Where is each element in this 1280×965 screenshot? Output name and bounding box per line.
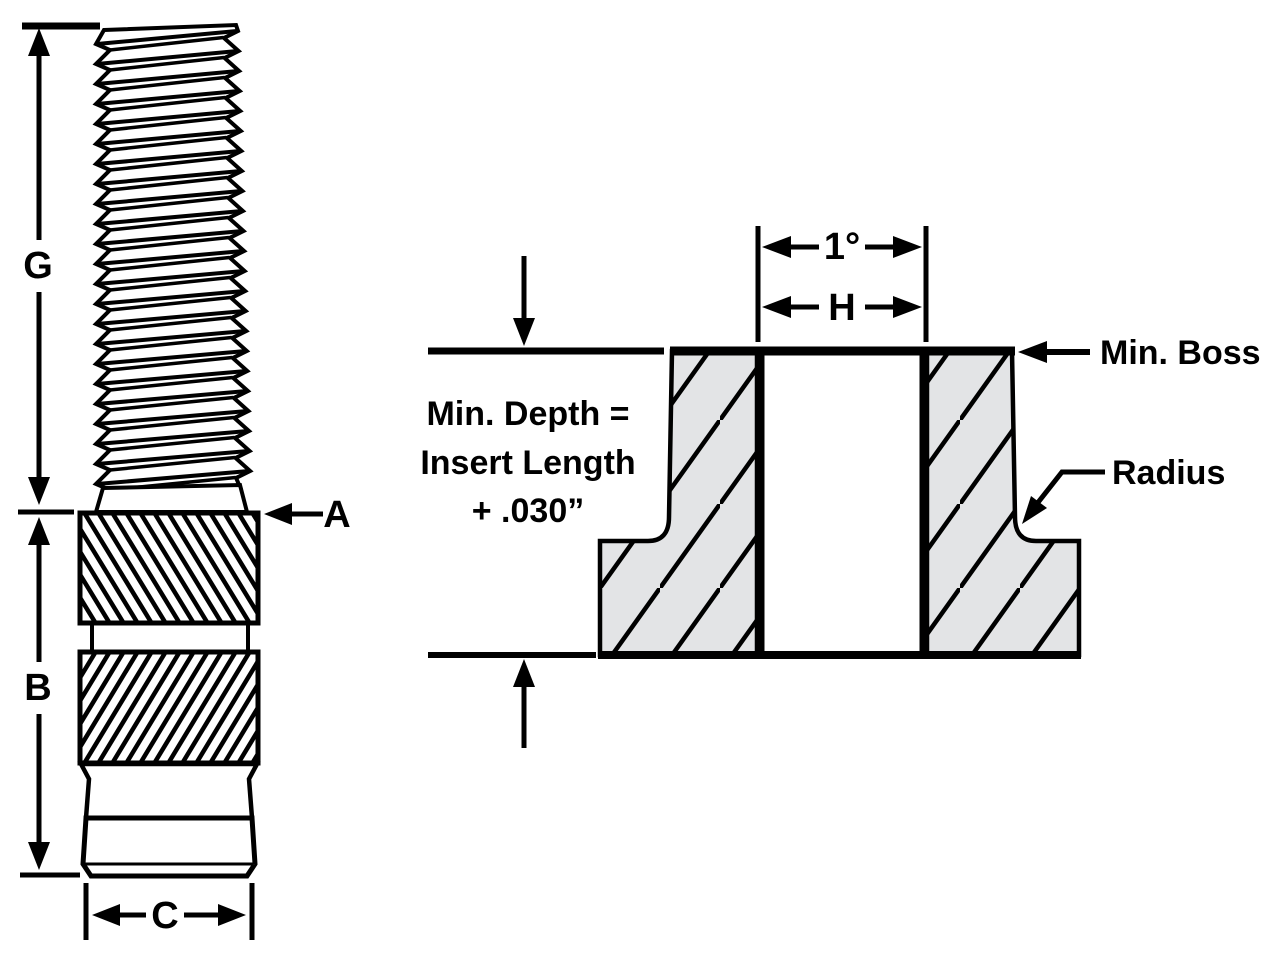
arrowhead-up-icon: [513, 659, 535, 687]
callout-a: A: [264, 494, 351, 536]
boss-section-right: [924, 348, 1082, 658]
arrowhead-right-icon: [893, 296, 922, 318]
thread-shank: [92, 22, 254, 493]
knurl-band-upper: [77, 510, 261, 626]
arrowhead-right-icon: [218, 904, 246, 926]
knurl-hatch-upper: [82, 515, 256, 621]
callout-min-boss: Min. Boss: [1018, 334, 1261, 372]
arrowhead-up-icon: [28, 517, 50, 545]
min-depth-note-line1: Min. Depth =: [426, 395, 629, 433]
callout-label-radius: Radius: [1112, 454, 1225, 492]
arrowhead-left-icon: [762, 296, 791, 318]
insert-pilot: [80, 815, 258, 879]
arrowhead-down-icon: [513, 318, 535, 346]
dimension-min-depth: Min. Depth = Insert Length + .030”: [420, 256, 664, 748]
arrowhead-down-icon: [28, 477, 50, 505]
arrowhead-left-icon: [264, 503, 292, 525]
knurl-band-lower: [77, 649, 261, 766]
min-depth-note-line3: + .030”: [472, 492, 584, 530]
arrowhead-right-icon: [893, 236, 922, 258]
callout-label-min-boss: Min. Boss: [1100, 334, 1261, 372]
dim-label-g: G: [23, 245, 53, 287]
callout-radius: Radius: [1022, 454, 1225, 524]
dim-label-c: C: [151, 895, 178, 937]
dimension-c: C: [83, 883, 255, 940]
arrowhead-left-icon: [1018, 341, 1047, 363]
arrowhead-diagonal-icon: [1022, 496, 1047, 524]
dimension-h: H: [762, 287, 922, 329]
callout-label-a: A: [323, 494, 350, 536]
insert-collar: [93, 482, 250, 514]
dimension-g: G: [22, 22, 100, 505]
insert-view: G B A C: [18, 22, 351, 940]
boss-view: Min. Depth = Insert Length + .030” 1° H: [420, 226, 1261, 748]
dim-label-draft-angle: 1°: [824, 226, 860, 268]
dimension-b: B: [24, 517, 52, 870]
dimension-draft-angle: 1°: [762, 226, 922, 268]
insert-lower-neck: [77, 761, 261, 821]
arrowhead-left-icon: [762, 236, 791, 258]
insert-neck: [90, 623, 250, 652]
arrowhead-left-icon: [92, 904, 120, 926]
knurl-hatch-lower: [82, 654, 256, 761]
dim-label-h: H: [828, 287, 855, 329]
min-depth-note-line2: Insert Length: [420, 444, 635, 482]
dim-label-b: B: [24, 667, 51, 709]
arrowhead-down-icon: [28, 842, 50, 870]
arrowhead-up-icon: [28, 28, 50, 56]
